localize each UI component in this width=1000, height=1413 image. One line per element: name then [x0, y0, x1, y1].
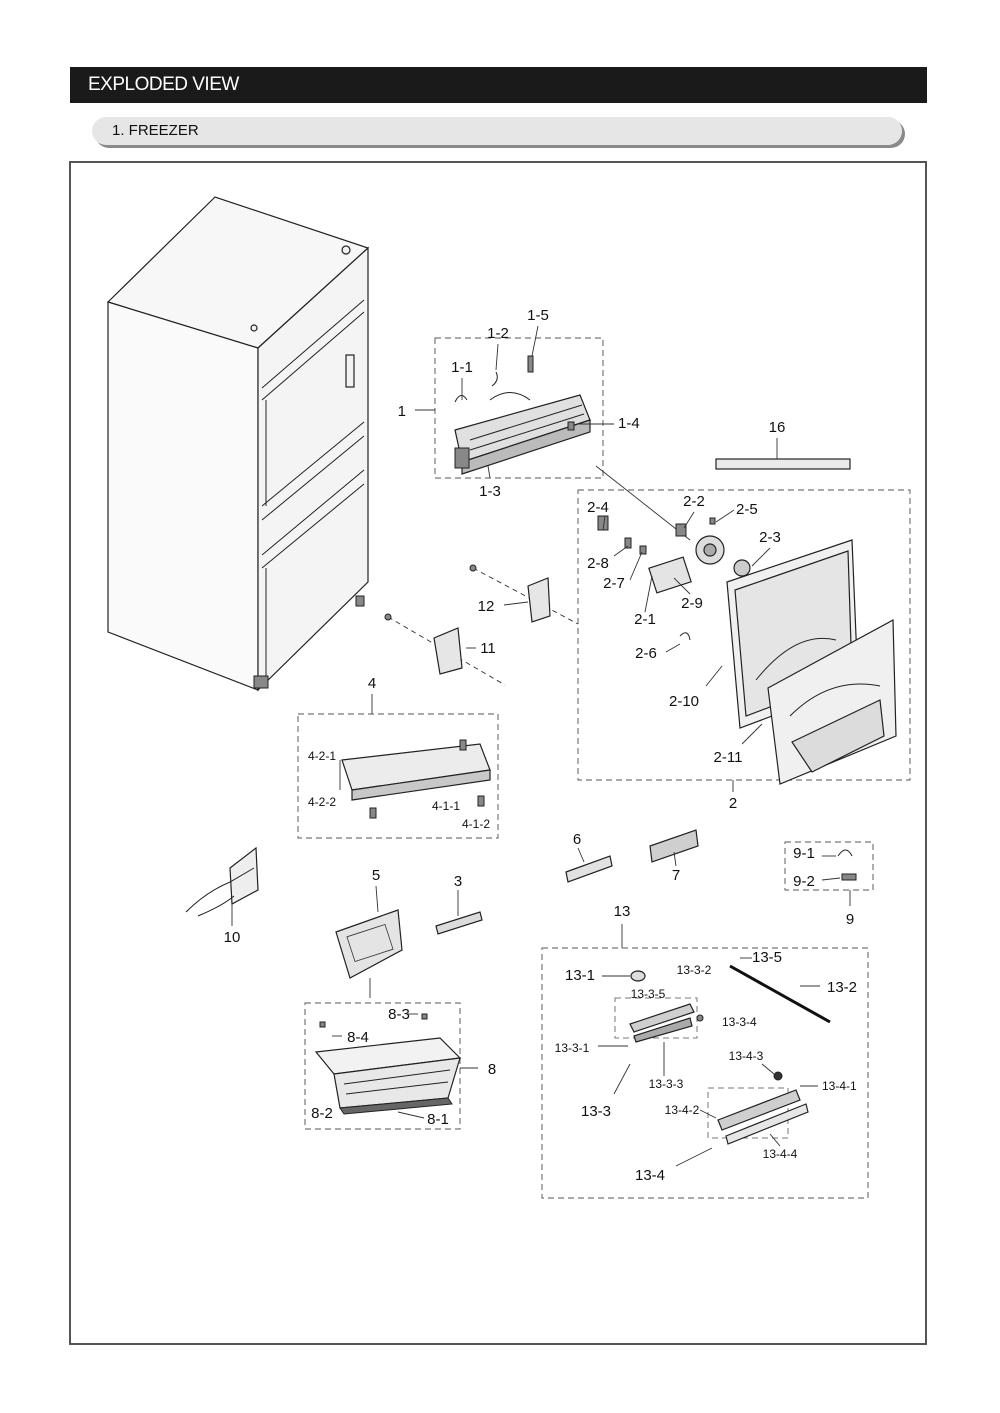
callout-13-3: 13-3 — [581, 1103, 611, 1120]
callout-9: 9 — [846, 911, 854, 928]
callout-2-1: 2-1 — [634, 611, 656, 628]
group-9-parts — [821, 849, 857, 906]
callout-8-2: 8-2 — [311, 1105, 333, 1122]
callout-13-4-4: 13-4-4 — [763, 1147, 798, 1161]
callout-4-1-1: 4-1-1 — [432, 799, 460, 813]
callout-5: 5 — [372, 867, 380, 884]
group-4-box — [297, 713, 499, 839]
callout-2-4: 2-4 — [587, 499, 609, 516]
callout-13-3-4: 13-3-4 — [722, 1015, 757, 1029]
callout-12: 12 — [478, 598, 495, 615]
callout-8: 8 — [488, 1061, 496, 1078]
callout-10: 10 — [224, 929, 241, 946]
callout-4-2-2: 4-2-2 — [308, 795, 336, 809]
group-1-leaders — [415, 325, 691, 541]
callout-1-3: 1-3 — [479, 483, 501, 500]
callout-13-2: 13-2 — [827, 979, 857, 996]
part-3-strip — [435, 890, 483, 935]
group-2-box — [577, 489, 911, 781]
diagram-frame — [69, 161, 927, 1345]
callout-4: 4 — [368, 675, 376, 692]
callout-16: 16 — [769, 419, 786, 436]
group-13-box — [541, 947, 869, 1199]
callout-13-4-2: 13-4-2 — [665, 1103, 700, 1117]
section-title: 1. FREEZER — [92, 117, 902, 145]
freezer-basket — [314, 1013, 478, 1119]
callout-2-5: 2-5 — [736, 501, 758, 518]
callout-13-1: 13-1 — [565, 967, 595, 984]
callout-13-4-1: 13-4-1 — [822, 1079, 857, 1093]
callout-1-5: 1-5 — [527, 307, 549, 324]
callout-11: 11 — [480, 640, 496, 657]
callout-8-4: 8-4 — [347, 1029, 369, 1046]
callout-1-1: 1-1 — [451, 359, 473, 376]
callout-13-3-5: 13-3-5 — [631, 987, 666, 1001]
callout-9-1: 9-1 — [793, 845, 815, 862]
callout-1-4: 1-4 — [618, 415, 640, 432]
callout-3: 3 — [454, 873, 462, 890]
callout-2-3: 2-3 — [759, 529, 781, 546]
callout-4-2-1: 4-2-1 — [308, 749, 336, 763]
rail-assembly — [598, 957, 831, 1167]
callout-2-11: 2-11 — [714, 749, 743, 766]
callout-8-3: 8-3 — [388, 1006, 410, 1023]
group-9-box — [784, 841, 874, 891]
callout-13-4-3: 13-4-3 — [729, 1049, 764, 1063]
part-16-strip — [715, 438, 851, 470]
callout-13-3-3: 13-3-3 — [649, 1077, 684, 1091]
parts-11-12 — [384, 564, 579, 686]
callout-2-7: 2-7 — [603, 575, 625, 592]
callout-2-8: 2-8 — [587, 555, 609, 572]
page-title: EXPLODED VIEW — [70, 67, 927, 103]
callout-2-9: 2-9 — [681, 595, 703, 612]
group-2-leaders — [602, 509, 771, 792]
callout-2-10: 2-10 — [669, 693, 699, 710]
part-10-bracket — [185, 846, 259, 926]
callout-9-2: 9-2 — [793, 873, 815, 890]
drawer-rail-assembly — [339, 739, 491, 819]
part-5-cover — [335, 885, 403, 998]
fan-cover-assembly — [597, 515, 897, 785]
callout-13-3-2: 13-3-2 — [677, 963, 712, 977]
callout-2: 2 — [729, 795, 737, 812]
parts-6-7 — [565, 829, 699, 883]
callout-4-1-2: 4-1-2 — [462, 817, 490, 831]
callout-13-4: 13-4 — [635, 1167, 665, 1184]
callout-2-2: 2-2 — [683, 493, 705, 510]
callout-6: 6 — [573, 831, 581, 848]
callout-1: 1 — [398, 403, 406, 420]
evaporator-assembly — [454, 355, 591, 475]
callout-13: 13 — [614, 903, 631, 920]
callout-7: 7 — [672, 867, 680, 884]
callout-2-6: 2-6 — [635, 645, 657, 662]
callout-13-5: 13-5 — [752, 949, 782, 966]
callout-13-3-1: 13-3-1 — [555, 1041, 590, 1055]
group-1-box — [434, 337, 604, 479]
callout-1-2: 1-2 — [487, 325, 509, 342]
refrigerator-cabinet — [106, 196, 370, 692]
callout-8-1: 8-1 — [427, 1111, 449, 1128]
